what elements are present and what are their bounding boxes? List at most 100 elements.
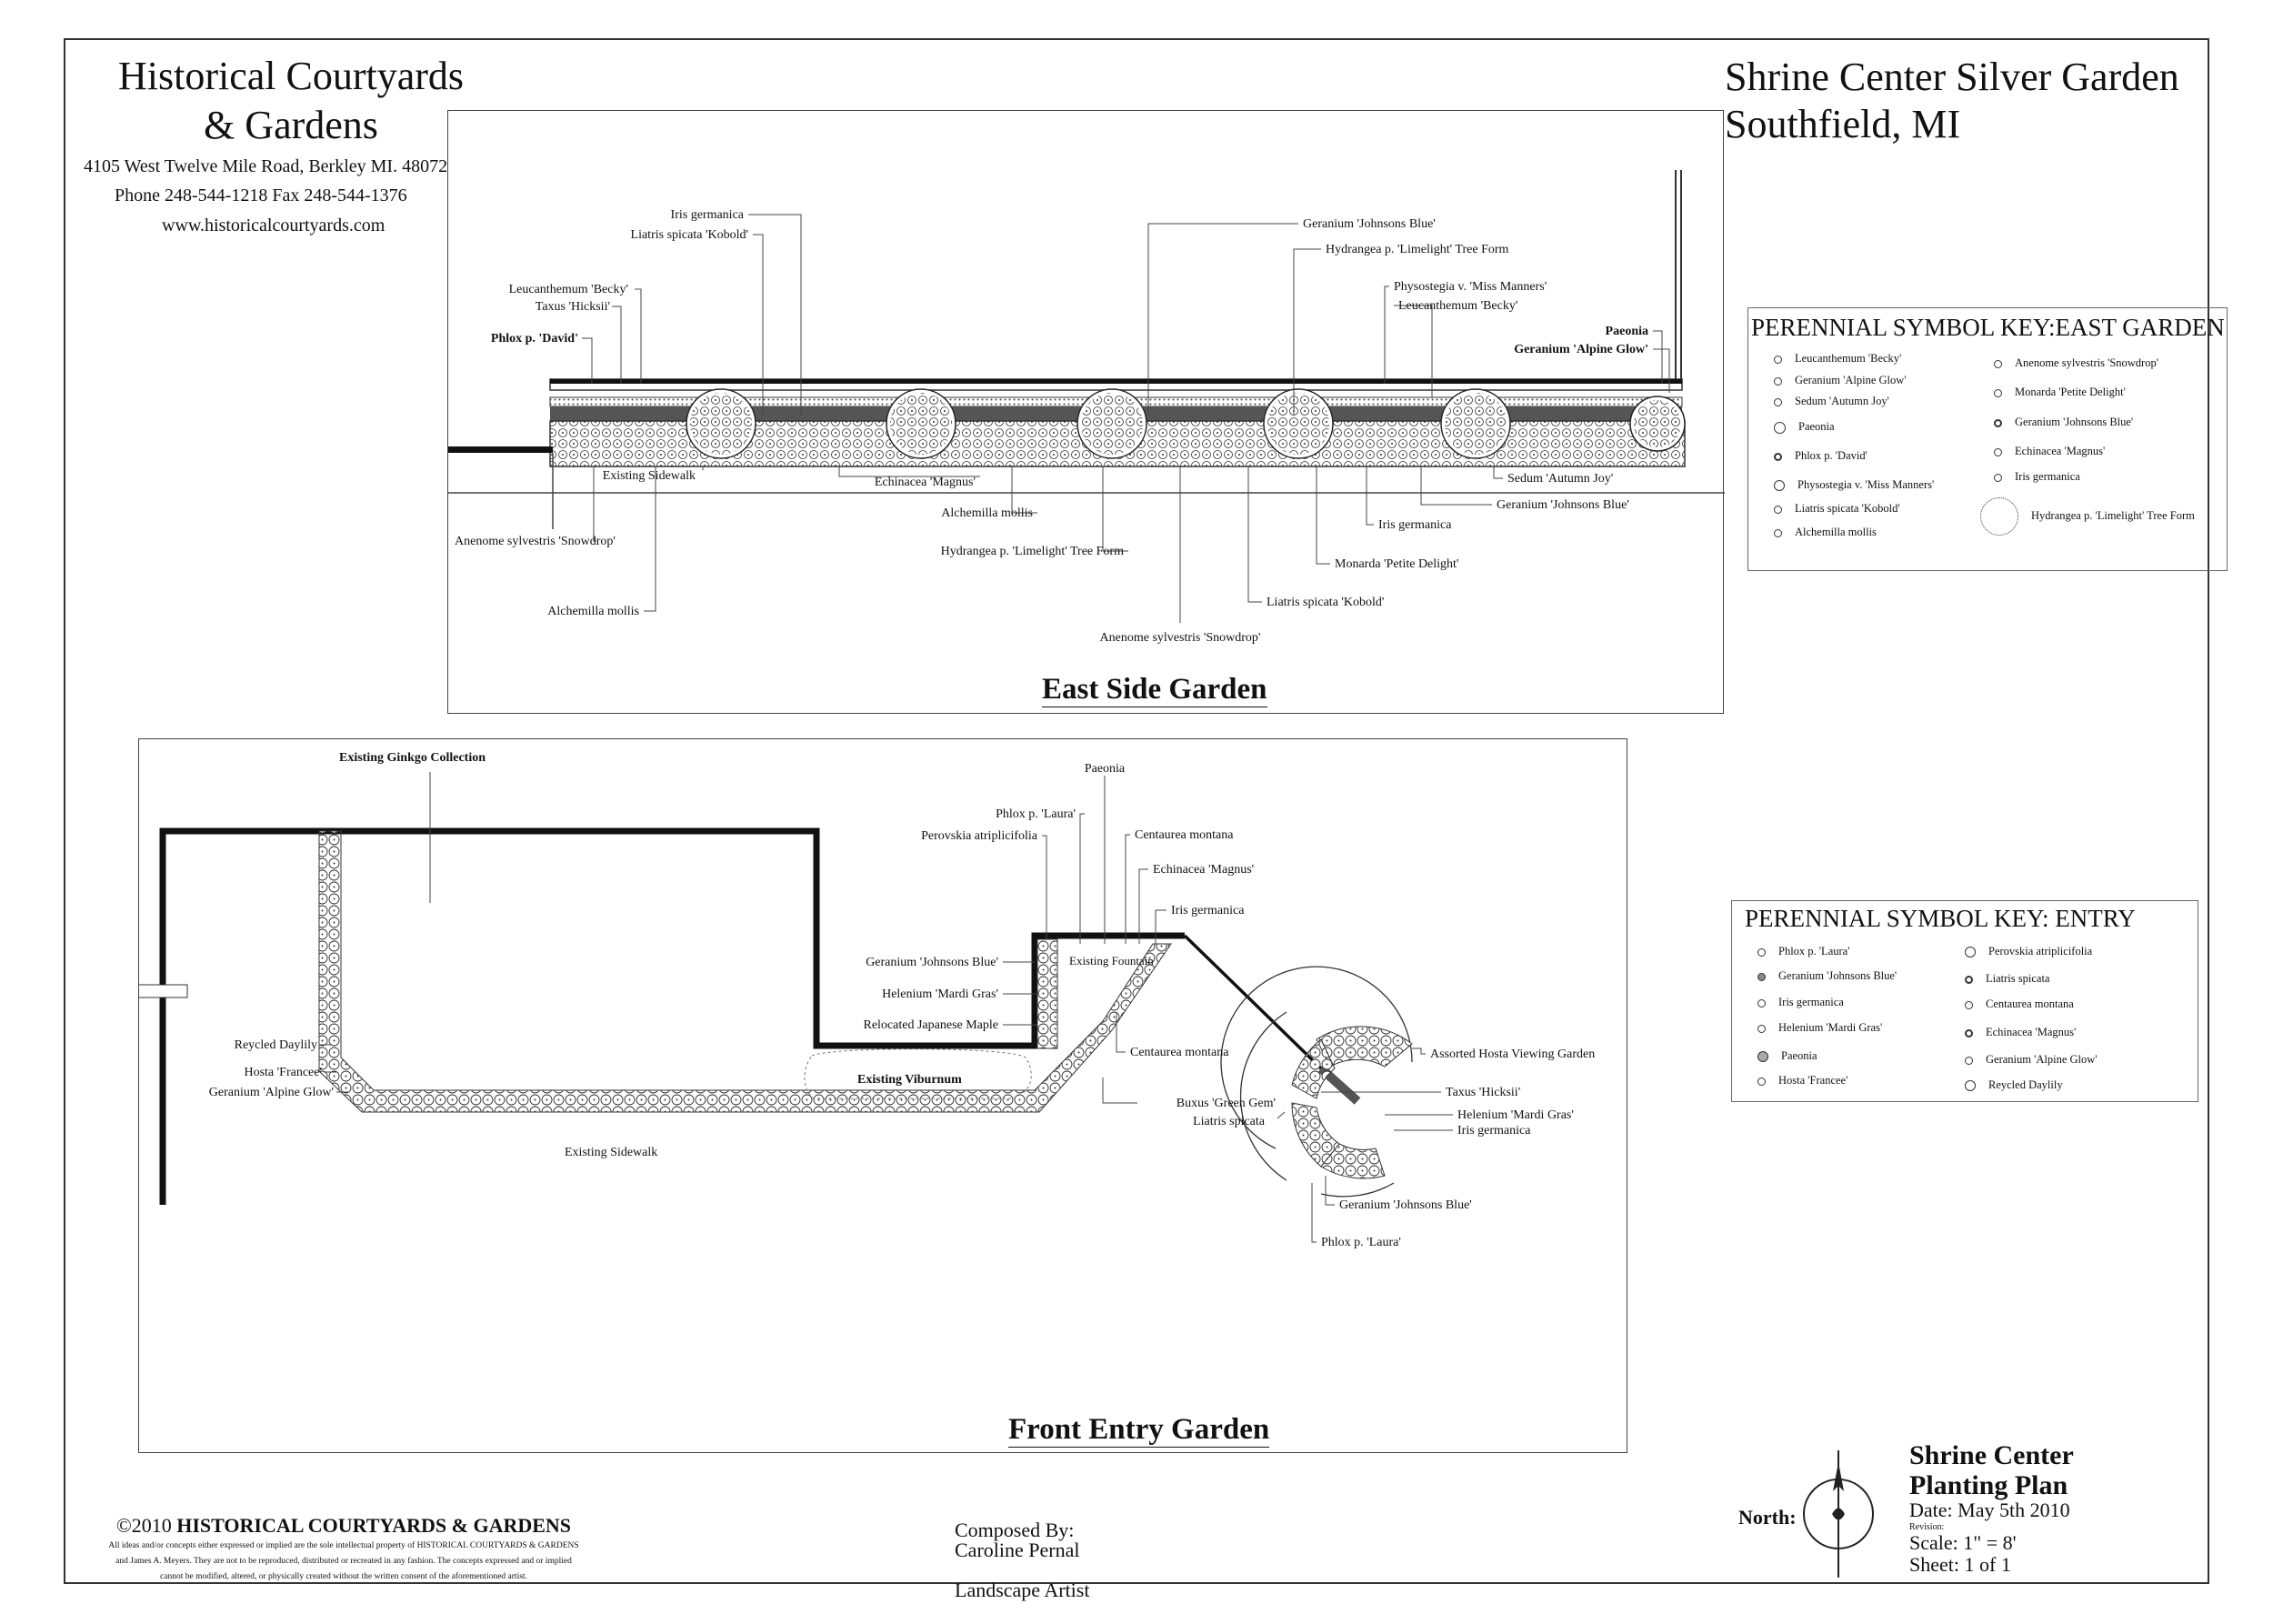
symbol-icon: [1994, 447, 2002, 456]
symbol-key-entry: PERENNIAL SYMBOL KEY: ENTRY Phlox p. 'La…: [1731, 900, 2198, 1102]
symbol-icon: [1757, 998, 1766, 1007]
sheet-title-line2: Planting Plan: [1909, 1470, 2068, 1500]
east-garden-panel: Iris germanica Liatris spicata 'Kobold' …: [447, 110, 1725, 714]
key-east-item: Paeonia: [1774, 420, 1835, 434]
east-label-leucanthemum-left: Leucanthemum 'Becky': [509, 283, 628, 296]
entry-label-existing-fountain: Existing Fountain: [1069, 954, 1154, 967]
key-entry-item: Reycled Daylily: [1965, 1078, 2063, 1092]
entry-label-geranium-blue-right: Geranium 'Johnsons Blue': [1339, 1198, 1472, 1212]
east-label-geranium-blue-bottom: Geranium 'Johnsons Blue': [1497, 498, 1629, 512]
symbol-icon: [1774, 528, 1782, 537]
east-label-sedum: Sedum 'Autumn Joy': [1507, 472, 1613, 486]
symbol-icon: [1965, 947, 1976, 958]
east-label-anenome-bottom: Anenome sylvestris 'Snowdrop': [1100, 631, 1261, 645]
key-east-item: Physostegia v. 'Miss Manners': [1774, 478, 1934, 492]
east-label-iris-bottom: Iris germanica: [1378, 518, 1452, 532]
key-entry-item: Paeonia: [1757, 1049, 1817, 1063]
symbol-icon: [1965, 1000, 1973, 1009]
key-entry-item: Helenium 'Mardi Gras': [1757, 1021, 1882, 1035]
entry-label-hosta-francee: Hosta 'Francee': [244, 1066, 322, 1079]
east-label-iris-top: Iris germanica: [671, 208, 745, 222]
east-label-taxus: Taxus 'Hicksii': [536, 300, 610, 314]
symbol-icon: [1774, 355, 1782, 364]
east-label-anenome-left: Anenome sylvestris 'Snowdrop': [455, 535, 616, 548]
entry-label-buxus: Buxus 'Green Gem': [1177, 1097, 1276, 1110]
key-east-tree-item: Hydrangea p. 'Limelight' Tree Form: [1980, 497, 2195, 536]
symbol-icon: [1757, 947, 1766, 957]
entry-label-geranium-alpine: Geranium 'Alpine Glow': [209, 1086, 334, 1099]
key-east-item: Echinacea 'Magnus': [1994, 445, 2105, 458]
east-label-geranium-alpine: Geranium 'Alpine Glow': [1514, 343, 1648, 356]
key-east-item: Alchemilla mollis: [1774, 526, 1877, 539]
symbol-icon: [1757, 1077, 1766, 1086]
symbol-key-east-title: PERENNIAL SYMBOL KEY:EAST GARDEN: [1751, 314, 2225, 341]
tree-symbol-icon: [1980, 497, 2018, 536]
entry-label-phlox-laura-bottom: Phlox p. 'Laura': [1321, 1236, 1401, 1249]
entry-label-viburnum: Existing Viburnum: [857, 1073, 962, 1087]
symbol-icon: [1774, 452, 1782, 461]
key-east-item: Sedum 'Autumn Joy': [1774, 395, 1889, 408]
company-website: www.historicalcourtyards.com: [162, 216, 386, 236]
company-address: 4105 West Twelve Mile Road, Berkley MI. …: [84, 156, 448, 176]
east-label-liatris-bottom: Liatris spicata 'Kobold': [1267, 596, 1384, 609]
east-garden-plan: Iris germanica Liatris spicata 'Kobold' …: [448, 170, 1725, 645]
key-entry-item: Centaurea montana: [1965, 997, 2074, 1011]
sheet-date: Date: May 5th 2010: [1909, 1499, 2070, 1521]
entry-garden-title: Front Entry Garden: [1008, 1413, 1270, 1448]
east-label-alchemilla-left: Alchemilla mollis: [547, 605, 639, 618]
east-label-alchemilla-center: Alchemilla mollis: [941, 506, 1033, 520]
symbol-icon: [1965, 975, 1973, 984]
symbol-icon: [1757, 1051, 1768, 1063]
key-east-item: Monarda 'Petite Delight': [1994, 386, 2126, 399]
legal-notice-3: cannot be modified, altered, or physical…: [160, 1572, 527, 1581]
east-label-hydrangea-top: Hydrangea p. 'Limelight' Tree Form: [1326, 243, 1509, 256]
north-arrow-icon: [1803, 1450, 1874, 1578]
sheet-number: Sheet: 1 of 1: [1909, 1553, 2011, 1576]
symbol-icon: [1994, 418, 2002, 427]
key-east-item: Phlox p. 'David': [1774, 449, 1867, 463]
east-label-geranium-blue-top: Geranium 'Johnsons Blue': [1303, 217, 1436, 231]
symbol-icon: [1757, 1024, 1766, 1033]
entry-label-helenium-right: Helenium 'Mardi Gras': [1457, 1108, 1574, 1122]
entry-label-centaurea-top: Centaurea montana: [1135, 828, 1234, 842]
north-label: North:: [1738, 1506, 1797, 1529]
key-entry-item: Perovskia atriplicifolia: [1965, 945, 2092, 958]
composer-name: Caroline Pernal: [955, 1539, 1080, 1561]
key-east-item: Liatris spicata 'Kobold': [1774, 502, 1900, 516]
east-label-monarda: Monarda 'Petite Delight': [1335, 557, 1458, 571]
key-entry-item: Liatris spicata: [1965, 972, 2049, 986]
east-label-physostegia: Physostegia v. 'Miss Manners': [1394, 280, 1547, 294]
symbol-icon: [1774, 397, 1782, 406]
key-entry-item: Geranium 'Alpine Glow': [1965, 1053, 2098, 1067]
symbol-key-entry-title: PERENNIAL SYMBOL KEY: ENTRY: [1745, 905, 2136, 932]
symbol-icon: [1757, 972, 1766, 981]
copyright-line: ©2010 HISTORICAL COURTYARDS & GARDENS: [116, 1514, 572, 1537]
entry-label-iris-right: Iris germanica: [1457, 1124, 1531, 1138]
east-label-hydrangea-bottom: Hydrangea p. 'Limelight' Tree Form: [941, 545, 1125, 558]
sheet-scale: Scale: 1" = 8': [1909, 1531, 2017, 1554]
entry-label-paeonia-top: Paeonia: [1085, 762, 1126, 776]
entry-label-daylily: Reycled Daylily: [235, 1038, 317, 1052]
entry-label-centaurea-mid: Centaurea montana: [1130, 1046, 1229, 1059]
east-label-liatris-top: Liatris spicata 'Kobold': [631, 228, 748, 242]
entry-label-existing-sidewalk: Existing Sidewalk: [565, 1146, 657, 1159]
key-entry-item: Iris germanica: [1757, 996, 1844, 1009]
symbol-icon: [1774, 480, 1785, 492]
entry-label-japanese-maple: Relocated Japanese Maple: [864, 1018, 999, 1032]
entry-label-geranium-blue-left: Geranium 'Johnsons Blue': [866, 956, 998, 969]
symbol-icon: [1774, 505, 1782, 514]
symbol-icon: [1994, 473, 2002, 482]
company-phone: Phone 248-544-1218 Fax 248-544-1376: [115, 185, 407, 206]
company-name-line2: & Gardens: [204, 103, 378, 147]
east-label-paeonia: Paeonia: [1606, 325, 1648, 338]
key-entry-item: Echinacea 'Magnus': [1965, 1026, 2076, 1039]
legal-notice-1: All ideas and/or concepts either express…: [108, 1541, 579, 1550]
composer-role: Landscape Artist: [955, 1579, 1090, 1601]
entry-label-echinacea: Echinacea 'Magnus': [1153, 863, 1254, 877]
entry-label-phlox-laura-top: Phlox p. 'Laura': [996, 807, 1076, 821]
site-name: Shrine Center Silver Garden: [1725, 55, 2179, 99]
company-name-line1: Historical Courtyards: [117, 54, 465, 98]
symbol-icon: [1965, 1028, 1973, 1038]
entry-label-liatris: Liatris spicata: [1193, 1115, 1266, 1128]
sheet-title-line1: Shrine Center: [1909, 1440, 2074, 1470]
